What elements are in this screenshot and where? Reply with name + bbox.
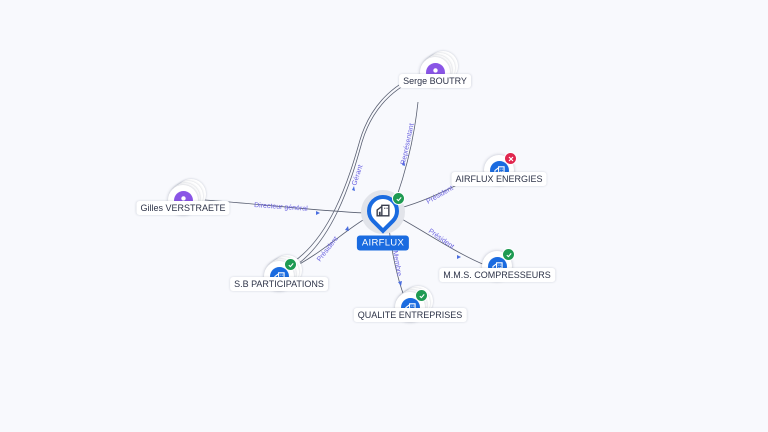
edge-arrow — [402, 160, 405, 166]
check-icon — [287, 262, 294, 267]
node-label: Serge BOUTRY — [399, 74, 471, 88]
node-label: M.M.S. COMPRESSEURS — [439, 268, 555, 282]
check-icon — [505, 252, 512, 257]
check-icon — [395, 196, 402, 201]
node-airflux-center[interactable] — [360, 188, 406, 234]
node-mms-compresseurs[interactable]: M.M.S. COMPRESSEURS — [439, 248, 555, 282]
map-pin-marker — [360, 188, 406, 234]
edge-president-mms[interactable]: Président — [399, 217, 486, 266]
node-label: S.B PARTICIPATIONS — [230, 277, 328, 291]
node-sb-participations[interactable]: S.B PARTICIPATIONS — [230, 255, 328, 291]
edge-label-directeur-general: Directeur général — [254, 202, 308, 213]
edge-membre[interactable]: Membre — [388, 227, 405, 297]
edge-label-president-mms: Président — [427, 228, 455, 251]
status-active-badge — [502, 248, 515, 261]
node-airflux-energies[interactable]: AIRFLUX ENERGIES — [451, 152, 547, 186]
status-active-badge — [415, 289, 428, 302]
status-active-badge — [284, 258, 297, 271]
node-qualite-entreprises[interactable]: QUALITE ENTREPRISES — [353, 286, 467, 322]
edge-arrow — [352, 186, 355, 191]
edge-label-membre: Membre — [391, 250, 402, 277]
edge-label-president-sb: Président — [316, 236, 340, 264]
status-closed-badge — [504, 152, 517, 165]
node-label: QUALITE ENTREPRISES — [353, 308, 467, 322]
cross-icon — [508, 156, 513, 161]
node-gilles-verstraete[interactable]: Gilles VERSTRAETE — [136, 179, 230, 215]
edge-arrow — [316, 211, 320, 215]
edge-label-gerant: Gérant — [351, 164, 364, 187]
edge-representant[interactable]: Représentant — [396, 101, 419, 197]
node-label: Gilles VERSTRAETE — [136, 201, 230, 215]
check-icon — [418, 293, 425, 298]
edge-label-president-energies: Président — [426, 185, 455, 206]
node-serge-boutry[interactable]: Serge BOUTRY — [399, 51, 471, 88]
edge-arrow — [345, 226, 349, 231]
center-node-label[interactable]: AIRFLUX — [356, 235, 410, 251]
node-label: AIRFLUX ENERGIES — [451, 172, 547, 186]
edge-arrow — [457, 255, 461, 259]
edge-arrow — [398, 281, 402, 286]
edge-label-representant: Représentant — [400, 123, 416, 166]
status-active-badge — [392, 192, 405, 205]
building-icon — [376, 204, 390, 217]
